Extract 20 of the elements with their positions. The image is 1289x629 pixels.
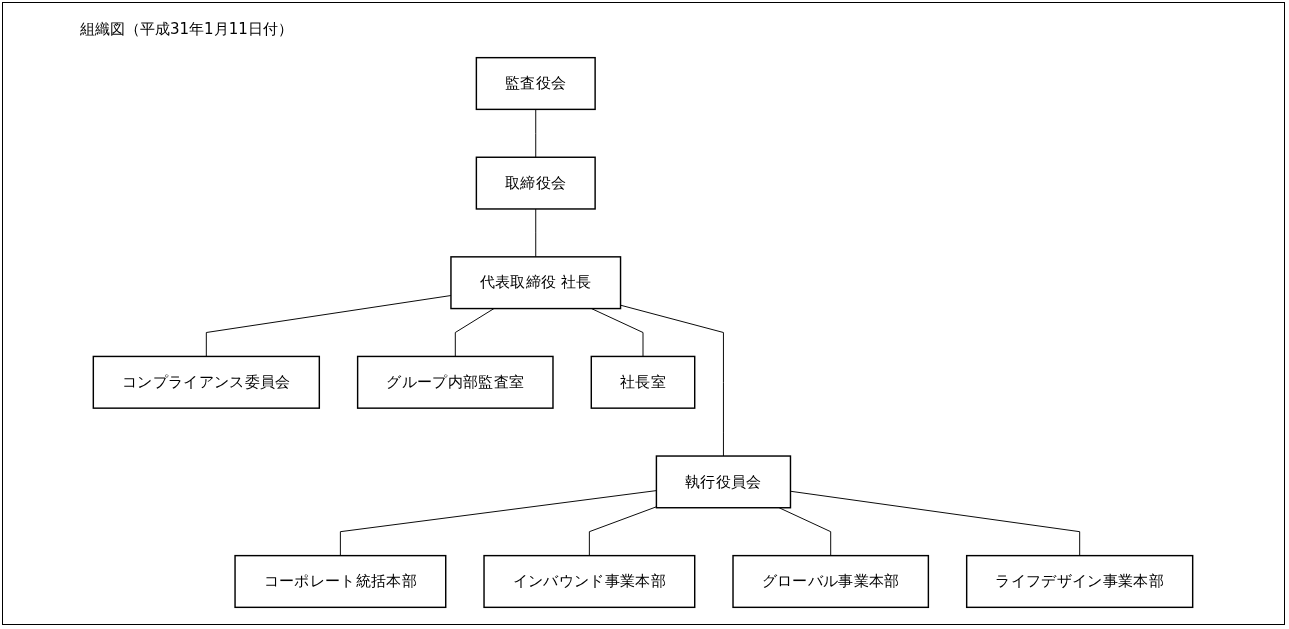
node-box: ライフデザイン事業本部 <box>965 554 1193 609</box>
chart-title: 組織図（平成31年1月11日付） <box>80 20 293 39</box>
node-box: 社長室 <box>590 355 695 409</box>
node-box: コンプライアンス委員会 <box>92 355 320 409</box>
connector <box>454 308 494 357</box>
node-box: コーポレート統括本部 <box>233 554 446 609</box>
node-box: グループ内部監査室 <box>356 355 554 409</box>
connector <box>534 208 536 258</box>
node-box: 監査役会 <box>475 56 596 111</box>
node-box: インバウンド事業本部 <box>482 554 695 609</box>
node-box: 代表取締役 社長 <box>449 256 621 310</box>
node-box: 取締役会 <box>475 156 596 210</box>
node-box: グローバル事業本部 <box>731 554 929 609</box>
connector <box>588 506 657 557</box>
connector <box>778 507 831 557</box>
connector <box>534 108 536 158</box>
connector <box>339 490 657 557</box>
connector <box>789 490 1080 557</box>
node-box: 執行役員会 <box>655 455 791 509</box>
connector <box>205 295 451 357</box>
